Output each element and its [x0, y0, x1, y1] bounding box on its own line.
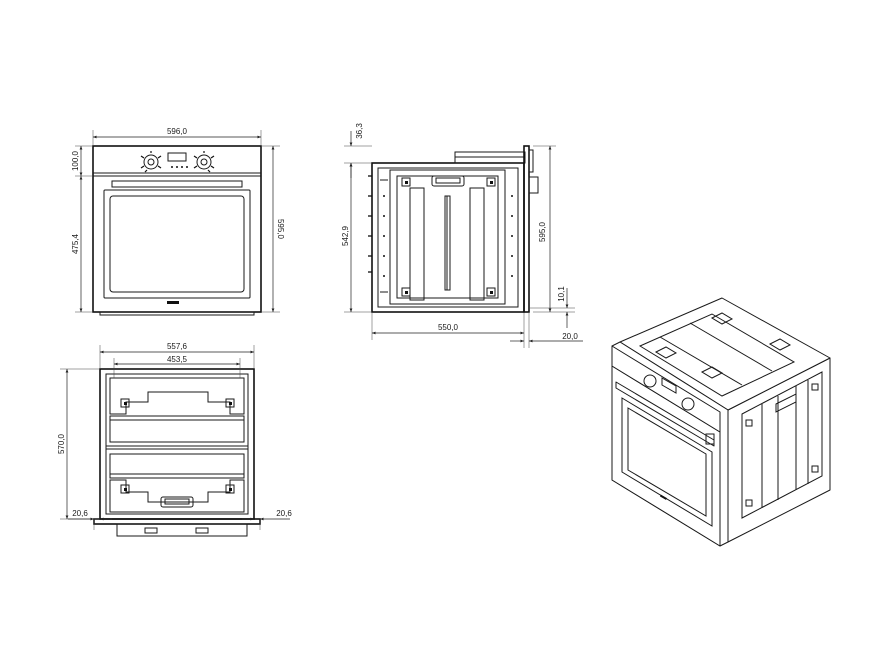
dim-side-cavity-height: 542,9 [341, 225, 350, 246]
dim-top-outer-width: 557,6 [167, 342, 188, 351]
dim-top-depth: 570,0 [57, 433, 66, 454]
side-view: 36,3 542,9 595,0 10,1 550,0 20,0 [341, 123, 583, 348]
isometric-view [611, 297, 831, 547]
brand-logo [167, 301, 179, 304]
dim-top-right-offset: 20,6 [276, 509, 292, 518]
dim-side-depth: 550,0 [438, 323, 459, 332]
control-panel [140, 151, 215, 173]
front-view: 596,0 100,0 475,4 595,0 [71, 127, 285, 316]
dim-front-width: 596,0 [167, 127, 188, 136]
dim-front-height: 595,0 [276, 219, 285, 240]
oven-window [103, 189, 251, 299]
top-view: 557,6 453,5 570,0 20,6 20,6 [57, 342, 292, 537]
door-handle [111, 180, 243, 188]
dim-side-height: 595,0 [538, 221, 547, 242]
dim-door-height: 475,4 [71, 233, 80, 254]
dim-side-bottom-offset: 10,1 [557, 286, 566, 302]
dim-panel-height: 100,0 [71, 150, 80, 171]
dim-top-inner-width: 453,5 [167, 355, 188, 364]
dim-side-door-thickness: 20,0 [562, 332, 578, 341]
dim-side-top-offset: 36,3 [355, 123, 364, 139]
dim-top-left-offset: 20,6 [72, 509, 88, 518]
